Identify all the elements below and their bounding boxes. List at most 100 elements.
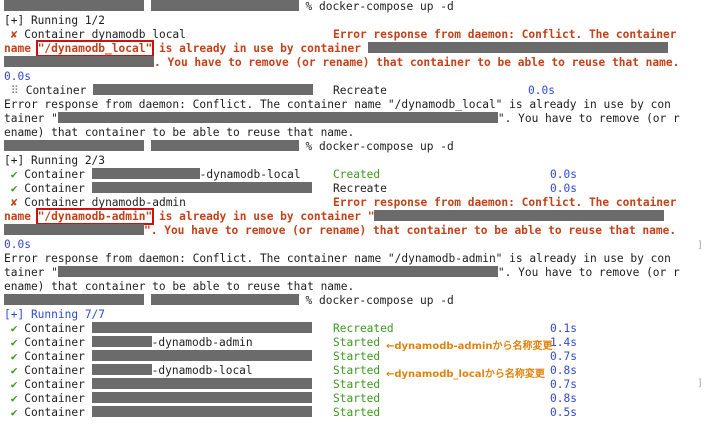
status: Started bbox=[333, 378, 381, 391]
error-text: . You have to remove (or rename) that co… bbox=[154, 56, 680, 69]
redacted-name bbox=[91, 336, 152, 347]
running-status: [+] Running 1/2 bbox=[4, 14, 106, 27]
status: Started bbox=[333, 406, 381, 419]
status: Created bbox=[333, 168, 381, 181]
container-name-suffix: -dynamodb-local bbox=[151, 364, 253, 377]
container-row: ✘ Container dynamodb_local bbox=[4, 28, 186, 42]
redacted-path bbox=[150, 140, 299, 151]
error-text: is already in use by container bbox=[152, 42, 368, 55]
redacted-name bbox=[91, 168, 200, 179]
error-message-line: ". You have to remove (or rename) that c… bbox=[4, 224, 676, 238]
redacted-name bbox=[91, 378, 312, 389]
time: 0.1s bbox=[550, 322, 577, 335]
time: 0.0s bbox=[550, 168, 577, 181]
container-label: Container bbox=[25, 84, 87, 97]
output-line: tainer "". You have to remove (or r bbox=[4, 266, 680, 280]
status: Started bbox=[333, 336, 381, 349]
check-icon: ✔ bbox=[10, 392, 18, 405]
redacted-path bbox=[150, 0, 299, 11]
status: Started bbox=[333, 364, 381, 377]
scroll-bracket-icon: ] bbox=[697, 378, 704, 389]
output-line: Error response from daemon: Conflict. Th… bbox=[4, 98, 671, 111]
status: Started bbox=[333, 392, 381, 405]
time: 0.0s bbox=[4, 70, 31, 83]
container-row: ✔ Container -dynamodb-local bbox=[4, 364, 253, 378]
time: 1.4s bbox=[550, 336, 577, 349]
container-label: Container bbox=[24, 364, 85, 377]
scroll-bracket-icon: ] bbox=[697, 240, 704, 251]
check-icon: ✔ bbox=[10, 378, 18, 391]
command: % docker-compose up -d bbox=[305, 294, 454, 307]
cross-icon: ✘ bbox=[10, 196, 18, 209]
redacted-user bbox=[4, 140, 144, 151]
status: Started bbox=[333, 350, 381, 363]
container-row: ✔ Container bbox=[4, 392, 312, 406]
cross-icon: ✘ bbox=[10, 28, 18, 41]
time: 0.7s bbox=[550, 350, 577, 363]
time: 0.0s bbox=[550, 182, 577, 195]
container-label: Container bbox=[24, 168, 85, 181]
container-name-suffix: -dynamodb-admin bbox=[151, 336, 253, 349]
container-label: Container bbox=[24, 406, 85, 419]
redacted-name bbox=[91, 322, 312, 333]
check-icon: ✔ bbox=[10, 168, 18, 181]
output-text: tainer " bbox=[4, 112, 58, 125]
highlight-container-name: "/dynamodb-admin" bbox=[35, 208, 155, 225]
time: 0.5s bbox=[550, 406, 577, 419]
redacted-id bbox=[367, 42, 668, 53]
command: % docker-compose up -d bbox=[305, 0, 454, 13]
running-status: [+] Running 7/7 bbox=[4, 308, 106, 321]
check-icon: ✔ bbox=[10, 322, 18, 335]
container-row: ✔ Container bbox=[4, 322, 312, 336]
container-label: Container bbox=[24, 322, 85, 335]
time: 0.8s bbox=[550, 364, 577, 377]
prompt-line: % docker-compose up -d bbox=[4, 0, 454, 14]
redacted-id bbox=[4, 224, 144, 235]
redacted-id bbox=[57, 266, 498, 277]
container-row: ✘ Container dynamodb-admin bbox=[4, 196, 186, 210]
error-text: is already in use by container " bbox=[152, 210, 375, 223]
redacted-id bbox=[374, 210, 665, 221]
status: Recreated bbox=[333, 322, 394, 335]
output-line: tainer " ". You have to remove (or r bbox=[4, 112, 680, 126]
error-message-line: name "/dynamodb_local" is already in use… bbox=[4, 40, 668, 57]
time: 0.8s bbox=[550, 392, 577, 405]
output-line: Error response from daemon: Conflict. Th… bbox=[4, 252, 671, 265]
container-label: Container bbox=[24, 350, 85, 363]
redacted-name bbox=[91, 182, 312, 193]
error-text: name bbox=[4, 42, 38, 55]
container-row: ✔ Container -dynamodb-local bbox=[4, 168, 301, 182]
error-message: Error response from daemon: Conflict. Th… bbox=[333, 28, 677, 41]
error-message-line: . You have to remove (or rename) that co… bbox=[4, 56, 679, 70]
check-icon: ✔ bbox=[10, 182, 18, 195]
container-label: Container dynamodb_local bbox=[24, 28, 186, 41]
container-row: ⠿ Container bbox=[4, 84, 314, 98]
container-name-suffix: -dynamodb-local bbox=[199, 168, 301, 181]
highlight-container-name: "/dynamodb_local" bbox=[35, 40, 155, 57]
redacted-path bbox=[150, 294, 299, 305]
prompt-line: % docker-compose up -d bbox=[4, 294, 454, 308]
container-label: Container bbox=[24, 392, 85, 405]
annotation-rename-admin: ←dynamodb-adminから名称変更 bbox=[386, 341, 553, 352]
check-icon: ✔ bbox=[10, 336, 18, 349]
redacted-user bbox=[4, 294, 144, 305]
prompt-line: % docker-compose up -d bbox=[4, 140, 454, 154]
error-message-line: name "/dynamodb-admin" is already in use… bbox=[4, 208, 665, 225]
time: 0.0s bbox=[528, 84, 555, 97]
redacted-name bbox=[91, 364, 152, 375]
output-line: ename) that container to be able to reus… bbox=[4, 126, 355, 139]
output-line: ename) that container to be able to reus… bbox=[4, 280, 355, 293]
output-text: ". You have to remove (or r bbox=[497, 112, 680, 125]
redacted-user bbox=[4, 0, 144, 11]
output-text: ". You have to remove (or r bbox=[497, 266, 680, 279]
error-text: name bbox=[4, 210, 38, 223]
check-icon: ✔ bbox=[10, 350, 18, 363]
container-row: ✔ Container bbox=[4, 182, 312, 196]
error-text: ". You have to remove (or rename) that c… bbox=[144, 224, 677, 237]
redacted-id bbox=[57, 112, 498, 123]
redacted-id bbox=[4, 56, 154, 67]
container-row: ✔ Container bbox=[4, 406, 312, 420]
redacted-name bbox=[91, 350, 312, 361]
time: 0.0s bbox=[4, 238, 31, 251]
